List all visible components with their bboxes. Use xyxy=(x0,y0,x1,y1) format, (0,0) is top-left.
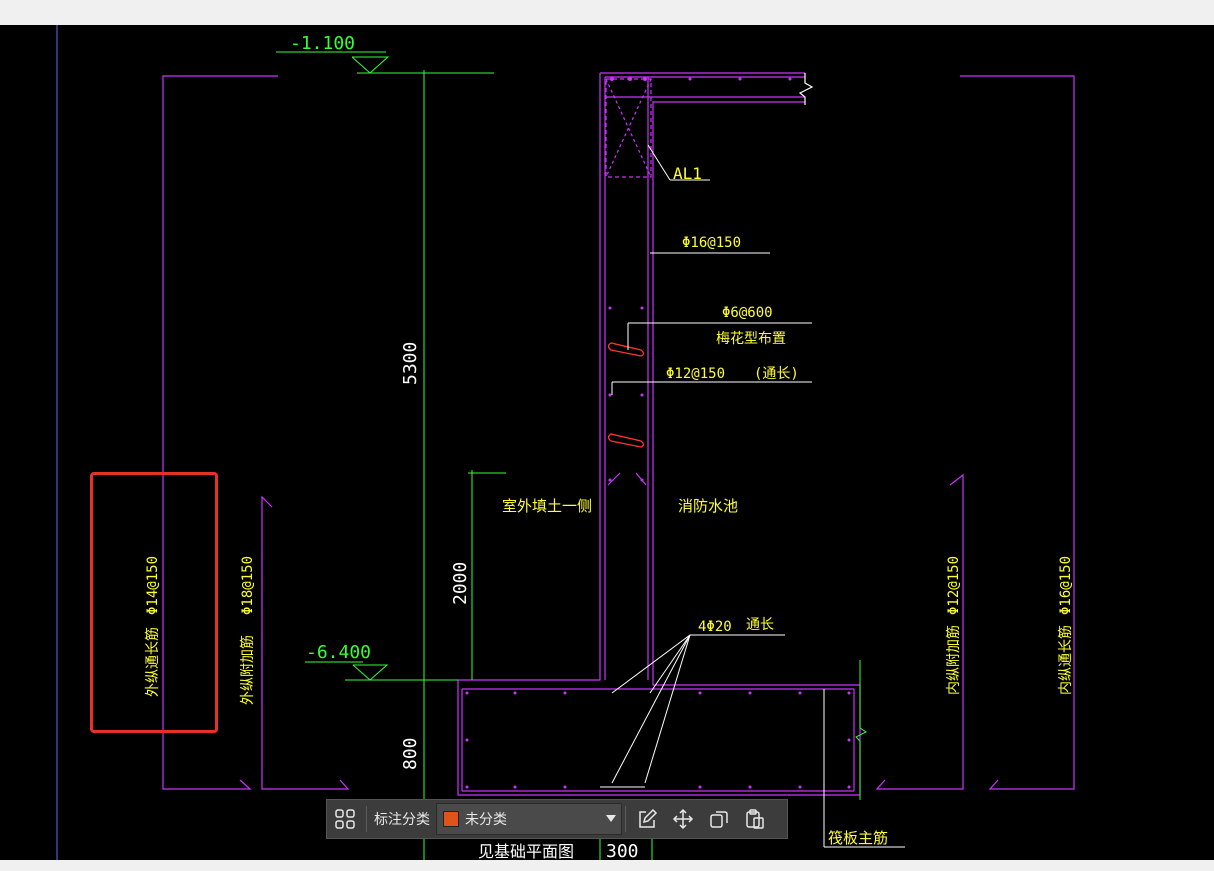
move-icon[interactable] xyxy=(665,800,701,838)
copy-icon[interactable] xyxy=(701,800,737,838)
edit-icon[interactable] xyxy=(629,800,665,838)
dim-wall-bottom: 300 xyxy=(606,841,639,860)
cad-drawing-canvas[interactable]: -1.100 -6.400 5300 2000 800 300 见基础平面图 A… xyxy=(0,25,1214,860)
section-title: 见基础平面图 xyxy=(478,842,574,860)
elevation-top: -1.100 xyxy=(290,33,355,54)
break-mark xyxy=(798,73,814,105)
side-outer-label: 室外填土一侧 xyxy=(502,497,592,515)
tie-layout: 梅花型布置 xyxy=(716,331,786,347)
leader-2-spec: Φ18@150 xyxy=(240,556,256,615)
toolbar-divider xyxy=(625,806,626,832)
raft-bar-label: 筏板主筋 xyxy=(828,829,888,847)
category-grid-icon[interactable] xyxy=(327,800,363,838)
elevation-bottom: -6.400 xyxy=(306,642,371,663)
annotation-toolbar: 标注分类 未分类 xyxy=(326,799,788,839)
corner-bars-note: 通长 xyxy=(746,617,774,633)
leader-2-text: 外纵附加筋 xyxy=(239,635,256,705)
toolbar-divider xyxy=(366,806,367,832)
rebar-outline-lines xyxy=(162,72,1075,796)
leader-3-text: 内纵附加筋 xyxy=(945,625,962,695)
leader-4-spec: Φ16@150 xyxy=(1058,556,1074,615)
dim-total: 5300 xyxy=(400,342,421,385)
dim-fill: 2000 xyxy=(450,562,471,605)
category-label: 标注分类 xyxy=(374,812,430,828)
raft-break-line xyxy=(855,660,867,800)
leader-1-spec: Φ14@150 xyxy=(145,556,161,615)
drawing-annotations: -1.100 -6.400 5300 2000 800 300 见基础平面图 A… xyxy=(144,33,1074,860)
leader-4-text: 内纵通长筋 xyxy=(1057,625,1074,695)
leader-3-spec: Φ12@150 xyxy=(946,556,962,615)
beam-label: AL1 xyxy=(673,164,702,183)
leader-lines xyxy=(600,144,905,848)
chevron-down-icon xyxy=(606,815,616,822)
dim-base: 800 xyxy=(400,737,421,770)
category-dropdown[interactable]: 未分类 xyxy=(436,803,622,835)
rebar-horiz-note: (通长) xyxy=(754,366,799,382)
side-inner-label: 消防水池 xyxy=(678,497,738,515)
dimension-lines xyxy=(276,51,660,860)
corner-bars: 4Φ20 xyxy=(698,619,732,635)
top-bar xyxy=(0,0,1214,25)
category-color-swatch xyxy=(443,811,459,827)
leader-1-text: 外纵通长筋 xyxy=(144,627,161,697)
rebar-wall-inner: Φ16@150 xyxy=(682,235,741,251)
wall-section-drawing: -1.100 -6.400 5300 2000 800 300 见基础平面图 A… xyxy=(56,25,1075,860)
paste-icon[interactable] xyxy=(737,800,773,838)
bottom-bar xyxy=(0,860,1214,871)
rebar-horiz: Φ12@150 xyxy=(666,366,725,382)
annotation-highlight-box xyxy=(90,472,218,733)
rebar-dots xyxy=(465,77,851,789)
tie-hooks xyxy=(607,342,645,448)
tie-spec: Φ6@600 xyxy=(722,305,773,321)
category-selected-value: 未分类 xyxy=(465,812,507,828)
